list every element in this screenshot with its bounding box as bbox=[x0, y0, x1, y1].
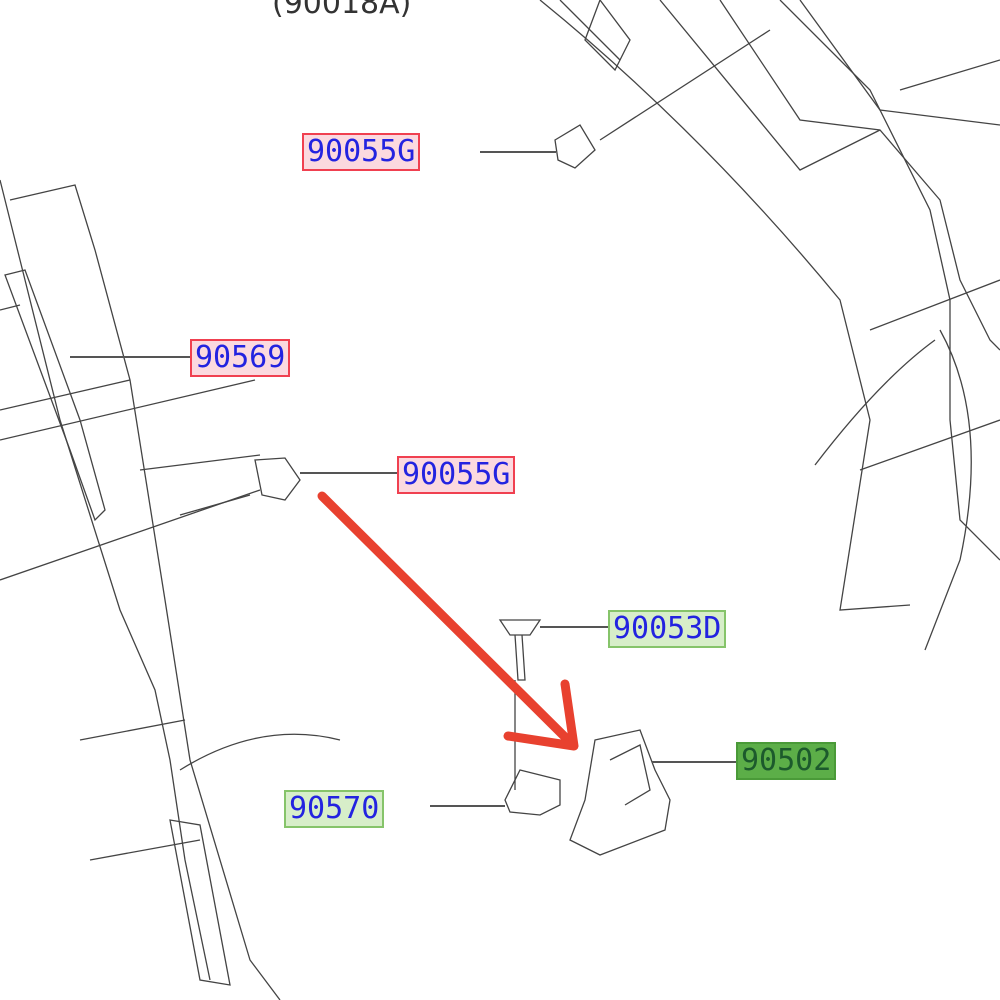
right-trim-panel bbox=[539, 0, 911, 611]
part-label-90055G-upper[interactable]: 90055G bbox=[302, 133, 421, 171]
part-label-90053D[interactable]: 90053D bbox=[608, 610, 727, 648]
clip-upper bbox=[554, 124, 596, 169]
latch-bracket bbox=[504, 769, 561, 816]
red-arrow-icon bbox=[317, 491, 579, 751]
part-label-90502[interactable]: 90502 bbox=[736, 742, 837, 780]
part-label-90570[interactable]: 90570 bbox=[284, 790, 385, 828]
left-trim-panel bbox=[9, 184, 281, 1000]
clip-lower bbox=[254, 457, 301, 501]
reference-label: (90018A) bbox=[272, 0, 412, 21]
part-label-90569[interactable]: 90569 bbox=[190, 339, 291, 377]
part-label-90055G-lower[interactable]: 90055G bbox=[397, 456, 516, 494]
latch-assembly bbox=[569, 729, 671, 856]
screw bbox=[498, 619, 542, 681]
